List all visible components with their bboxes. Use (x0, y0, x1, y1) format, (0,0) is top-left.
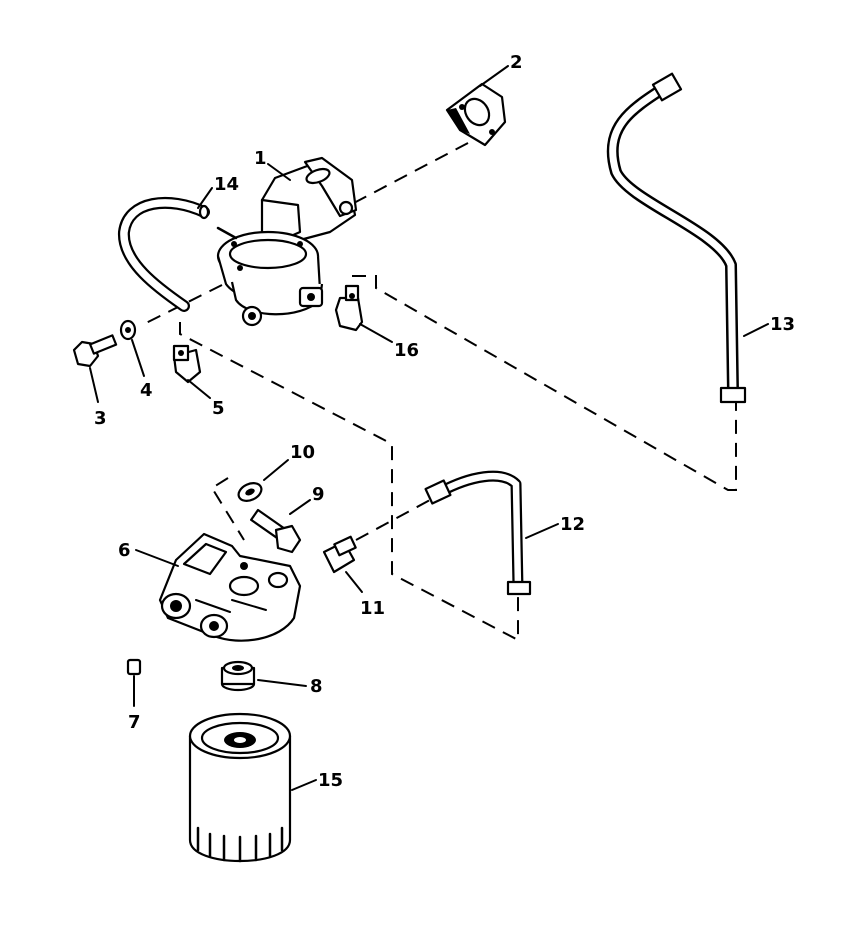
callout-8: 8 (310, 676, 323, 697)
callout-1: 1 (254, 148, 267, 169)
dash-fitting11-to-line12 (355, 499, 431, 541)
fitting-part-5 (172, 344, 202, 384)
filter-head-part (158, 532, 302, 642)
callout-3: 3 (94, 408, 107, 429)
callout-15: 15 (318, 770, 343, 791)
callout-12: 12 (560, 514, 585, 535)
dash-hose-to-bolt (139, 284, 223, 327)
washer-part-4 (119, 319, 137, 341)
gasket-part (445, 82, 507, 147)
adapter-part-8 (220, 660, 256, 692)
callout-2: 2 (510, 52, 523, 73)
dash-fitting16-to-line13 (352, 275, 737, 491)
callout-9: 9 (312, 484, 325, 505)
washer-part-10 (237, 482, 263, 502)
bolt-part-3 (72, 334, 118, 368)
callout-4: 4 (140, 380, 153, 401)
plug-part-7 (126, 658, 142, 676)
bolt-part-9 (250, 508, 302, 554)
callout-7: 7 (128, 712, 141, 733)
elbow-fitting-16 (334, 284, 364, 332)
callout-14: 14 (214, 174, 239, 195)
callout-10: 10 (290, 442, 315, 463)
leader-lines (89, 65, 769, 791)
dash-pump-to-line12 (179, 322, 519, 642)
callout-labels: 1 2 3 4 5 6 7 8 9 10 11 12 13 14 15 16 (94, 52, 795, 791)
callout-6: 6 (118, 540, 131, 561)
callout-5: 5 (212, 398, 225, 419)
callout-11: 11 (360, 598, 385, 619)
dash-gasket-to-pump (351, 142, 469, 205)
dashed-connection-lines (139, 142, 737, 642)
callout-13: 13 (770, 314, 795, 335)
fuel-line-middle (424, 470, 532, 596)
fuel-pump-part (216, 156, 358, 327)
fuel-line-upper (606, 72, 747, 404)
vent-hose-part (118, 196, 210, 312)
dash-washer10-to-head (210, 477, 245, 541)
callout-16: 16 (394, 340, 419, 361)
filter-cartridge-part (188, 712, 292, 863)
fitting-part-11 (322, 535, 357, 574)
